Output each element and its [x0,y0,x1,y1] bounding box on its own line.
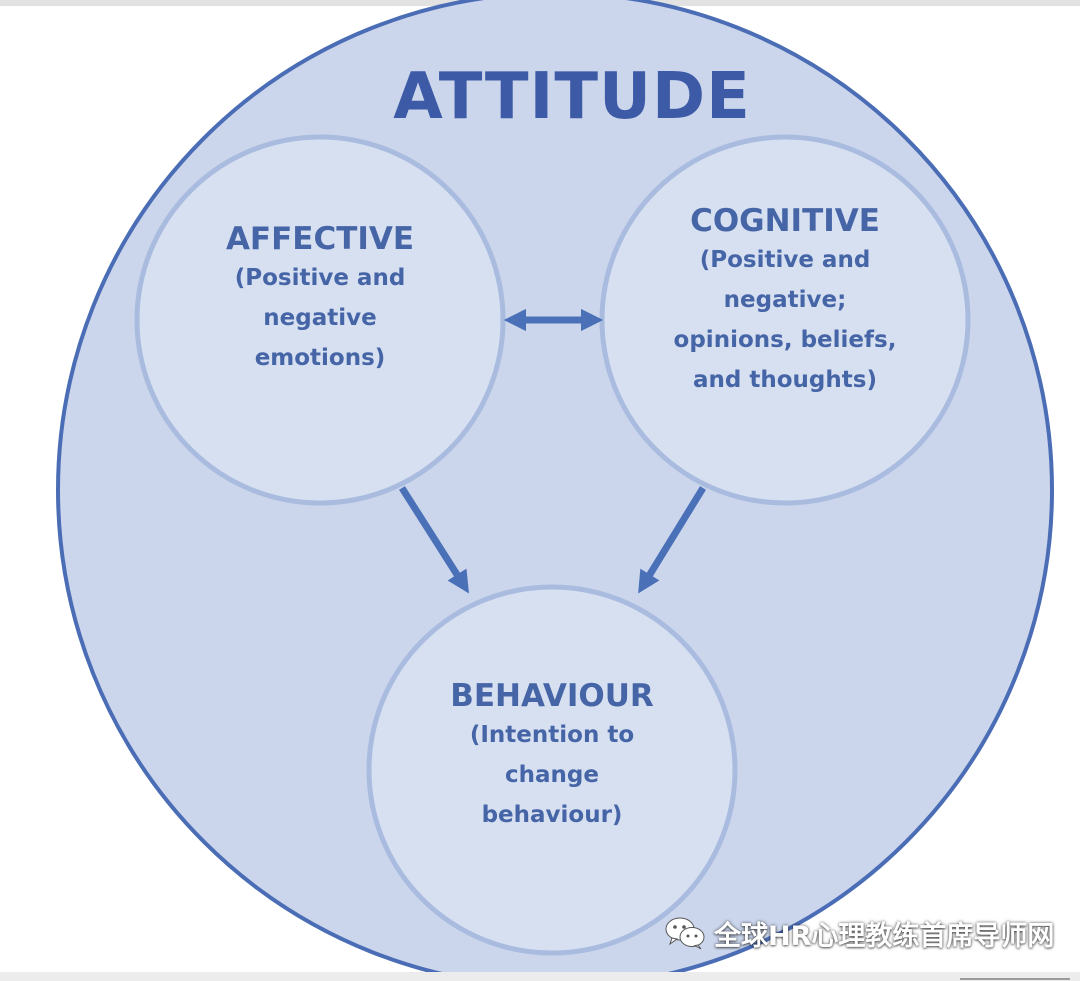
cognitive-line: negative; [723,287,847,313]
watermark: 全球HR心理教练首席导师网 [664,913,1054,953]
behaviour-circle [366,584,738,956]
bottom-border [0,972,1080,981]
watermark-text: 全球HR心理教练首席导师网 [714,920,1055,952]
affective-heading: AFFECTIVE [225,221,415,257]
cognitive-line: (Positive and [699,247,871,273]
cognitive-line: and thoughts) [693,367,877,393]
behaviour-label: BEHAVIOUR (Intention to change behaviour… [392,677,712,835]
behaviour-line: change [505,762,599,788]
cognitive-to-behaviour-arrow [638,486,706,594]
affective-line: negative [263,305,377,331]
wechat-icon [665,917,705,950]
behaviour-line: (Intention to [469,722,635,748]
attitude-title: ATTITUDE [393,60,751,134]
affective-to-behaviour-arrow [399,486,470,594]
affective-line: (Positive and [234,265,406,291]
cognitive-label: COGNITIVE (Positive and negative; opinio… [625,202,945,400]
behaviour-heading: BEHAVIOUR [450,678,654,714]
affective-line: emotions) [254,345,386,371]
cognitive-heading: COGNITIVE [690,203,880,239]
cognitive-line: opinions, beliefs, [673,327,897,353]
affective-circle [134,134,506,506]
affective-label: AFFECTIVE (Positive and negative emotion… [160,220,480,378]
behaviour-line: behaviour) [481,802,623,828]
